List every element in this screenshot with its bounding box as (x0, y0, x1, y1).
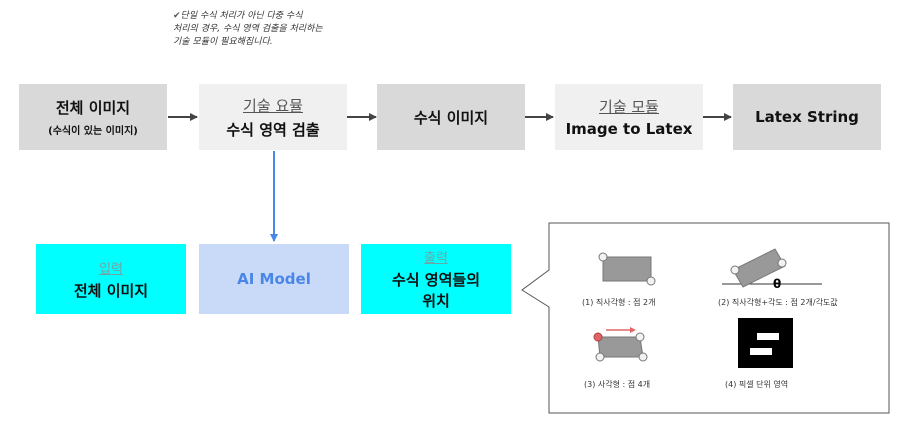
quad-point-4 (595, 352, 605, 362)
rotrect-point-1 (730, 265, 740, 275)
tech-module-link-1[interactable]: 기술 요뮬 (243, 96, 303, 115)
input-image-box: 전체 이미지 (수식이 있는 이미지) (19, 84, 167, 150)
quad-point-1 (593, 332, 603, 342)
formula-detection-title: 수식 영역 검출 (226, 120, 320, 139)
tech-module-link-2[interactable]: 기술 모듈 (599, 98, 659, 116)
caption-rectangle: (1) 직사각형 : 점 2개 (582, 298, 656, 307)
input-link[interactable]: 입력 (99, 261, 123, 277)
note-line-3: 기술 모듈이 필요해집니다. (173, 37, 273, 47)
output-link[interactable]: 출력 (424, 251, 448, 266)
mask-region-1 (757, 333, 779, 340)
model-input-title: 전체 이미지 (73, 281, 149, 300)
rotrect-point-2 (777, 258, 787, 268)
formula-detection-box: 기술 요뮬 수식 영역 검출 (199, 84, 347, 150)
quad-point-2 (635, 332, 645, 342)
mask-region-2 (750, 348, 772, 355)
caption-rotated-rectangle: (2) 직사각형+각도 : 점 2개/각도값 (718, 298, 838, 307)
latex-string-title: Latex String (755, 108, 859, 126)
ai-model-box: AI Model (199, 244, 349, 314)
callout-outline (521, 222, 890, 414)
model-output-title-line1: 수식 영역들의 (391, 271, 481, 289)
shape-pixel-mask (738, 318, 793, 368)
caption-pixel-mask: (4) 픽셀 단위 영역 (725, 380, 789, 389)
image-to-latex-title: Image to Latex (565, 120, 693, 138)
model-output-title-line2: 위치 (422, 292, 450, 310)
theta-glyph: θ (773, 277, 781, 291)
rect-point-2 (646, 276, 656, 286)
checkmark-icon: ✔ (173, 11, 181, 21)
ai-model-title: AI Model (237, 270, 311, 288)
latex-string-box: Latex String (733, 84, 881, 150)
shape-rectangle (602, 256, 652, 282)
red-arrowhead (630, 327, 636, 333)
caption-quadrilateral: (3) 사각형 : 점 4개 (584, 380, 651, 389)
formula-image-title: 수식 이미지 (413, 108, 489, 127)
formula-image-box: 수식 이미지 (377, 84, 525, 150)
rect-point-1 (598, 252, 608, 262)
note-line-2: 처리의 경우, 수식 영역 검출을 처리하는 (173, 24, 323, 34)
image-to-latex-box: 기술 모듈 Image to Latex (555, 84, 703, 150)
shape-quadrilateral (597, 336, 644, 358)
quad-point-3 (638, 352, 648, 362)
model-output-box: 출력 수식 영역들의 위치 (361, 244, 511, 314)
explanatory-note: ✔단일 수식 처리가 아닌 다중 수식 처리의 경우, 수식 영역 검출을 처리… (173, 10, 393, 49)
input-image-subtitle: (수식이 있는 이미지) (48, 126, 138, 137)
model-input-box: 입력 전체 이미지 (36, 244, 186, 314)
note-line-1: 단일 수식 처리가 아닌 다중 수식 (180, 11, 303, 21)
input-image-title: 전체 이미지 (55, 99, 131, 117)
